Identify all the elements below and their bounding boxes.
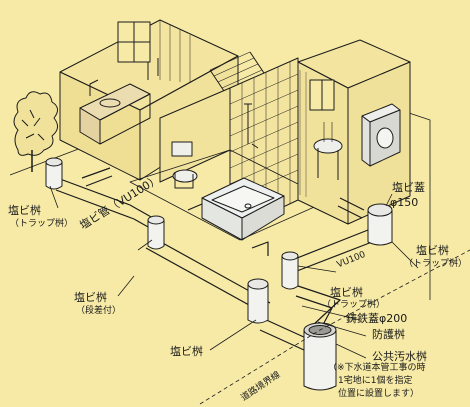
note-line-3: 位置に設置します） [338, 389, 420, 399]
road-boundary-line [199, 249, 470, 405]
label-pvc-lid: 塩ビ蓋 [392, 181, 425, 194]
label-sediment-bin: 防護桝 [372, 328, 405, 341]
label-bin-dansa-sub: （段差付） [76, 306, 122, 316]
label-bin-right: 塩ビ桝 [416, 244, 449, 257]
label-bin-lower: 塩ビ桝 [170, 345, 203, 358]
tree-shrub [13, 91, 58, 172]
bin-lower [247, 278, 269, 324]
bin-right [367, 203, 393, 246]
wash-room [297, 39, 411, 225]
label-public-bin: 公共汚水桝 [372, 350, 427, 363]
toilet-room [159, 87, 231, 189]
leader-lines [49, 185, 419, 359]
bin-mid [281, 251, 299, 290]
bathroom [201, 57, 299, 241]
bin-left [45, 157, 63, 190]
bin-dansa [147, 215, 165, 250]
note-line-2: 1宅地に1個を指定 [338, 376, 413, 386]
label-pvc-lid-size: φ150 [390, 196, 419, 209]
label-bin-mid-sub: （トラップ桝） [322, 300, 386, 310]
label-bin-left-sub: （トラップ桝） [10, 219, 74, 229]
label-bin-left: 塩ビ桝 [8, 204, 41, 217]
installation-note: （※下水道本管工事の時 1宅地に1個を指定 位置に設置します） [328, 362, 468, 401]
note-line-1: （※下水道本管工事の時 [328, 363, 426, 373]
label-iron-lid: 鋳鉄蓋φ200 [346, 312, 408, 325]
label-bin-dansa: 塩ビ桝 [74, 291, 107, 304]
label-bin-right-sub: （トラップ桝） [404, 259, 468, 269]
label-bin-mid: 塩ビ桝 [330, 286, 363, 299]
